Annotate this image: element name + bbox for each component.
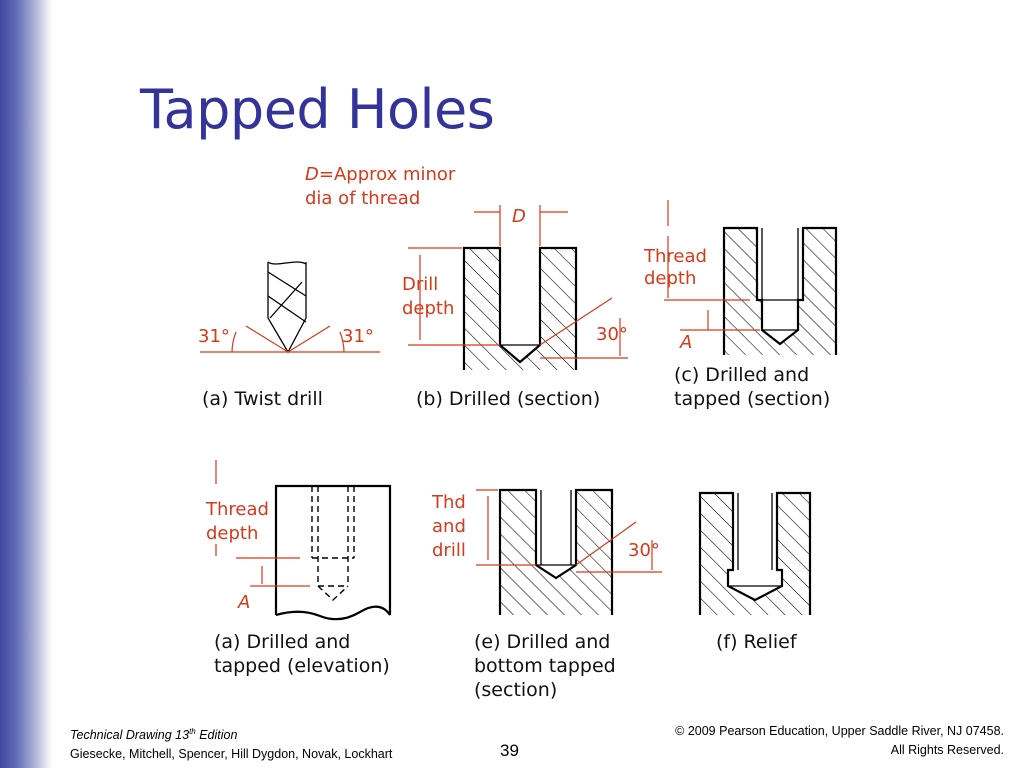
drilled-tapped-elevation-figure: Thread depth A bbox=[205, 460, 392, 621]
twist-drill-figure: 31° 31° bbox=[198, 261, 380, 354]
label-thread-depth-a2: depth bbox=[206, 523, 258, 544]
slide-title: Tapped Holes bbox=[140, 78, 495, 141]
bottom-tapped-section-figure: Thd and drill 30° bbox=[431, 488, 662, 615]
caption-relief: (f) Relief bbox=[716, 631, 798, 653]
label-drill-e: drill bbox=[432, 540, 466, 561]
label-thread-c: Thread bbox=[643, 246, 707, 267]
drilled-section-figure: D Drill depth 30° bbox=[402, 205, 628, 370]
label-drill-depth: depth bbox=[402, 298, 454, 319]
dim-D: D bbox=[512, 206, 526, 227]
label-thread-depth-c: depth bbox=[644, 268, 696, 289]
footer-book-info: Technical Drawing 13th Edition Giesecke,… bbox=[70, 722, 392, 764]
minor-dia-note: D=Approx minor bbox=[305, 164, 456, 185]
footer-copyright: © 2009 Pearson Education, Upper Saddle R… bbox=[675, 722, 1004, 760]
minor-dia-note-line2: dia of thread bbox=[305, 188, 420, 209]
footer-authors: Giesecke, Mitchell, Spencer, Hill Dygdon… bbox=[70, 747, 393, 762]
caption-c-line2: tapped (section) bbox=[674, 388, 830, 410]
angle-31-right: 31° bbox=[342, 326, 374, 347]
label-A-a2: A bbox=[237, 592, 250, 613]
label-thd: Thd bbox=[431, 492, 466, 513]
caption-e-line3: (section) bbox=[474, 679, 557, 701]
caption-twist-drill: (a) Twist drill bbox=[202, 388, 323, 410]
label-A-c: A bbox=[679, 332, 692, 353]
label-and: and bbox=[432, 516, 466, 537]
copyright-line: © 2009 Pearson Education, Upper Saddle R… bbox=[675, 724, 1004, 738]
caption-a2-line1: (a) Drilled and bbox=[214, 631, 350, 653]
caption-drilled-section: (b) Drilled (section) bbox=[416, 388, 600, 410]
angle-30-b: 30° bbox=[596, 324, 628, 345]
label-drill: Drill bbox=[402, 274, 438, 295]
angle-31-left: 31° bbox=[198, 326, 230, 347]
caption-e-line1: (e) Drilled and bbox=[474, 631, 610, 653]
relief-section-figure bbox=[698, 491, 812, 615]
drilled-tapped-section-figure: Thread depth A bbox=[643, 200, 838, 355]
caption-e-line2: bottom tapped bbox=[474, 655, 616, 677]
rights-line: All Rights Reserved. bbox=[890, 743, 1004, 757]
footer-book-title: Technical Drawing 13th Edition bbox=[70, 727, 238, 743]
caption-a2-line2: tapped (elevation) bbox=[214, 655, 390, 677]
caption-c-line1: (c) Drilled and bbox=[674, 364, 809, 386]
angle-30-e: 30° bbox=[628, 540, 660, 561]
page-number: 39 bbox=[500, 741, 519, 760]
slide-side-bar bbox=[0, 0, 52, 768]
label-thread-a2: Thread bbox=[205, 499, 269, 520]
